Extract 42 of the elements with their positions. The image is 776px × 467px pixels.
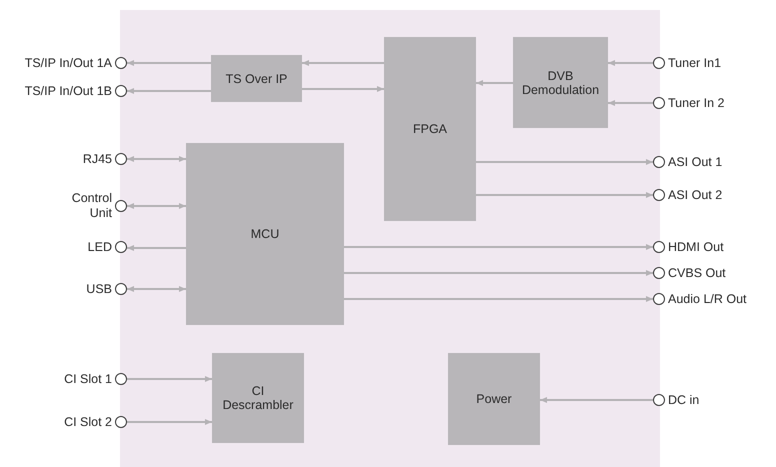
arrow xyxy=(540,397,653,403)
port-label: CI Slot 2 xyxy=(64,414,112,430)
port-label: RJ45 xyxy=(82,152,112,166)
arrow xyxy=(127,376,212,382)
port-label: CI Slot 1 xyxy=(64,372,112,386)
double-arrow xyxy=(127,286,186,292)
port-label: TS/IP In/Out 1B xyxy=(24,84,112,98)
port-label: Tuner In1 xyxy=(668,56,722,70)
port-label: ASI Out 2 xyxy=(668,188,722,202)
port-label: HDMI Out xyxy=(668,240,724,254)
arrow xyxy=(344,296,653,302)
port-label: LED xyxy=(88,240,112,254)
arrow xyxy=(608,60,653,66)
arrow xyxy=(344,244,653,250)
block-box: DVB Demodulation xyxy=(513,37,608,128)
arrow xyxy=(344,270,653,276)
arrow xyxy=(476,192,653,198)
arrow xyxy=(302,86,384,92)
block-box: TS Over IP xyxy=(211,55,302,102)
board-panel xyxy=(120,10,660,467)
port-label: ASI Out 1 xyxy=(668,154,722,170)
arrow xyxy=(476,80,513,86)
block-box: CI Descrambler xyxy=(212,353,304,443)
port-label: Control Unit xyxy=(70,191,112,221)
port-label: Audio L/R Out xyxy=(668,292,747,306)
arrow xyxy=(302,60,384,66)
port-label: CVBS Out xyxy=(668,266,726,280)
arrow xyxy=(127,88,211,94)
double-arrow xyxy=(127,156,186,162)
port-label: Tuner In 2 xyxy=(668,96,725,110)
arrow xyxy=(127,60,211,66)
block-box: MCU xyxy=(186,143,344,325)
arrow xyxy=(127,245,186,251)
port-label: TS/IP In/Out 1A xyxy=(24,56,112,70)
block-box: Power xyxy=(448,353,540,445)
arrow xyxy=(608,100,653,106)
block-box: FPGA xyxy=(384,37,476,221)
arrow xyxy=(476,159,653,165)
double-arrow xyxy=(127,203,186,209)
port-label: USB xyxy=(86,282,112,296)
port-label: DC in xyxy=(668,392,700,408)
arrow xyxy=(127,419,212,425)
